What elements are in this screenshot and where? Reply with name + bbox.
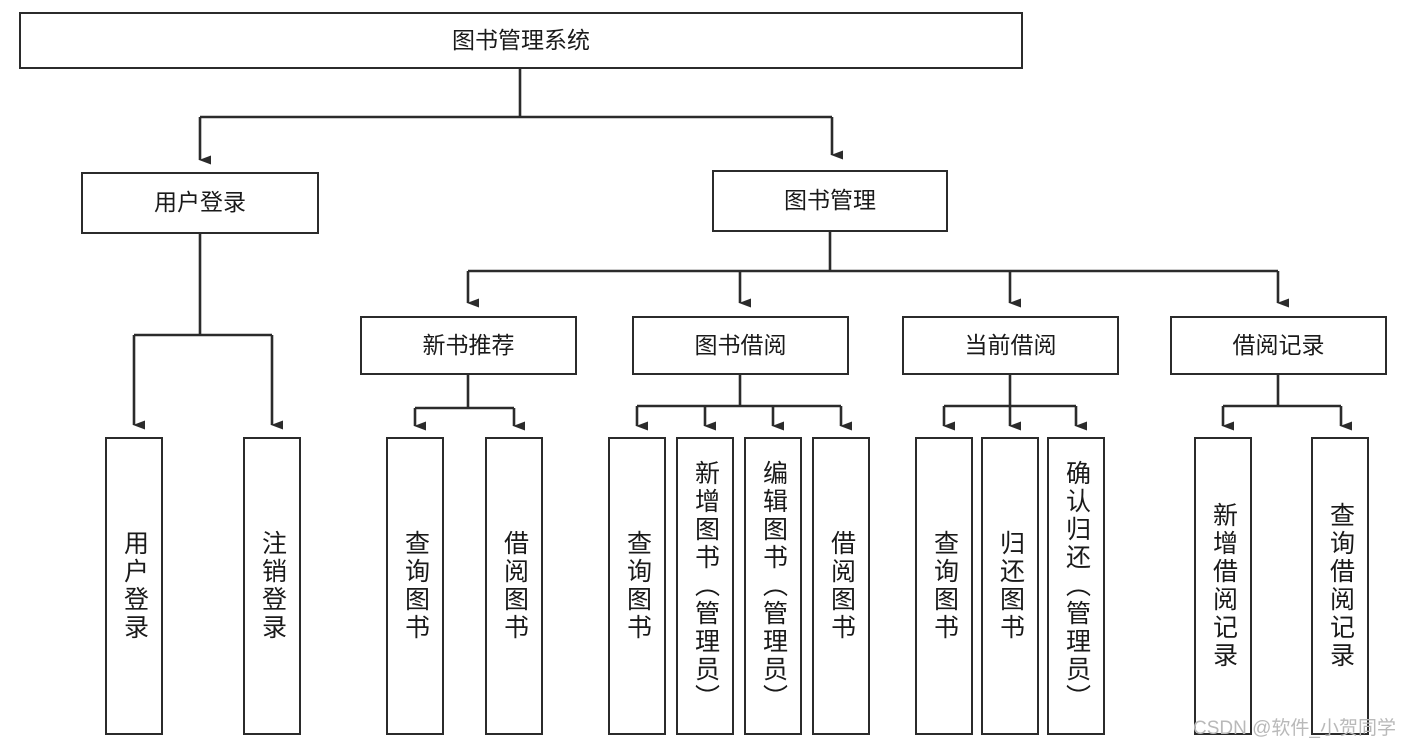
- node-label: 新增图书（管理员）: [691, 460, 720, 712]
- node-label: 用户登录: [120, 530, 149, 642]
- node-current-borrow[interactable]: 当前借阅: [902, 316, 1119, 375]
- node-leaf-query-book-borrow[interactable]: 查询图书: [608, 437, 666, 735]
- node-leaf-query-borrow-record[interactable]: 查询借阅记录: [1311, 437, 1369, 735]
- node-root-system[interactable]: 图书管理系统: [19, 12, 1023, 69]
- node-book-management[interactable]: 图书管理: [712, 170, 948, 232]
- node-leaf-user-login[interactable]: 用户登录: [105, 437, 163, 735]
- node-label: 查询图书: [930, 530, 959, 642]
- node-label: 新书推荐: [422, 331, 515, 358]
- node-leaf-borrow-book-recommend[interactable]: 借阅图书: [485, 437, 543, 735]
- node-leaf-edit-book-admin[interactable]: 编辑图书（管理员）: [744, 437, 802, 735]
- node-label: 借阅记录: [1232, 331, 1325, 358]
- node-borrow-record[interactable]: 借阅记录: [1170, 316, 1387, 375]
- node-user-login[interactable]: 用户登录: [81, 172, 319, 234]
- node-leaf-logout[interactable]: 注销登录: [243, 437, 301, 735]
- node-label: 查询图书: [401, 530, 430, 642]
- node-label: 当前借阅: [964, 331, 1057, 358]
- node-leaf-add-book-admin[interactable]: 新增图书（管理员）: [676, 437, 734, 735]
- node-label: 图书管理系统: [452, 26, 590, 53]
- node-leaf-return-book[interactable]: 归还图书: [981, 437, 1039, 735]
- node-label: 图书管理: [784, 187, 876, 214]
- node-label: 借阅图书: [827, 530, 856, 642]
- node-leaf-borrow-book[interactable]: 借阅图书: [812, 437, 870, 735]
- node-label: 编辑图书（管理员）: [759, 460, 788, 712]
- node-new-book-recommend[interactable]: 新书推荐: [360, 316, 577, 375]
- node-leaf-query-book-current[interactable]: 查询图书: [915, 437, 973, 735]
- node-label: 查询借阅记录: [1326, 502, 1355, 670]
- node-label: 归还图书: [996, 530, 1025, 642]
- node-label: 用户登录: [154, 189, 246, 216]
- node-book-borrow[interactable]: 图书借阅: [632, 316, 849, 375]
- node-label: 借阅图书: [500, 530, 529, 642]
- node-label: 新增借阅记录: [1209, 502, 1238, 670]
- node-leaf-add-borrow-record[interactable]: 新增借阅记录: [1194, 437, 1252, 735]
- node-label: 查询图书: [623, 530, 652, 642]
- node-label: 图书借阅: [694, 331, 787, 358]
- node-label: 确认归还（管理员）: [1062, 460, 1091, 712]
- node-leaf-query-book-recommend[interactable]: 查询图书: [386, 437, 444, 735]
- node-leaf-confirm-return-admin[interactable]: 确认归还（管理员）: [1047, 437, 1105, 735]
- node-label: 注销登录: [258, 530, 287, 642]
